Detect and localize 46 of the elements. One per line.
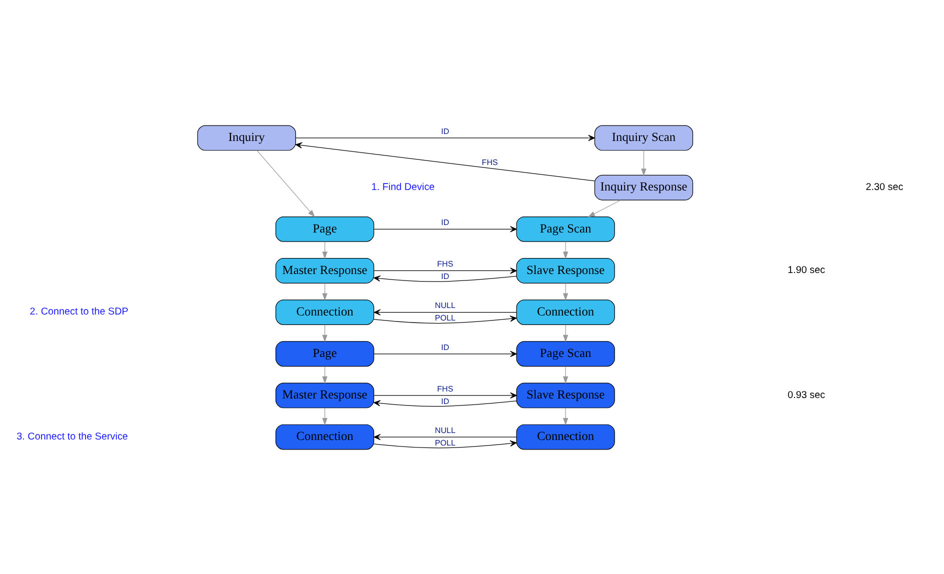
node-box: Page	[275, 216, 374, 242]
arrow	[562, 282, 568, 300]
arrow	[562, 324, 568, 342]
label: 2. Connect to the SDP	[29, 306, 128, 318]
arrow	[294, 142, 594, 181]
node-box: Slave Response	[516, 258, 614, 283]
arrow	[373, 392, 516, 398]
arrow	[373, 267, 516, 274]
node-box: Connection	[275, 299, 374, 325]
arrow	[322, 240, 327, 259]
arrow	[256, 150, 315, 217]
node-box: Page Scan	[516, 216, 614, 242]
arrow	[562, 407, 568, 425]
label: 1. Find Device	[370, 181, 434, 192]
arrow	[587, 199, 621, 217]
arrow	[322, 324, 327, 342]
arrow	[373, 274, 516, 282]
node-box: Connection	[516, 424, 614, 450]
arrow	[640, 150, 646, 176]
arrow	[562, 240, 568, 259]
arrow	[562, 366, 568, 384]
arrow	[373, 226, 516, 232]
node-box: Connection	[275, 424, 374, 450]
label: 0.93 sec	[787, 389, 825, 400]
node-box: Inquiry	[196, 124, 296, 150]
arrow	[373, 350, 516, 356]
node-box: Page Scan	[516, 340, 614, 366]
label: 1.90 sec	[787, 264, 825, 276]
node-box: Slave Response	[516, 382, 614, 408]
node-box: Page	[275, 340, 374, 366]
node-box: Master Response	[275, 382, 374, 408]
node-box: Connection	[516, 299, 614, 325]
arrow	[373, 433, 516, 440]
arrow	[322, 407, 327, 425]
label: 3. Connect to the Service	[16, 430, 128, 442]
arrow	[373, 315, 516, 324]
arrow	[294, 134, 594, 141]
arrow	[322, 282, 327, 300]
arrow	[373, 400, 516, 406]
node-box: Inquiry Scan	[594, 124, 693, 150]
arrow	[373, 440, 516, 448]
node-box: Master Response	[275, 258, 374, 283]
arrow	[322, 366, 327, 384]
label: 2.30 sec	[865, 181, 903, 192]
node-box: Inquiry Response	[594, 174, 693, 200]
arrow	[373, 308, 516, 315]
